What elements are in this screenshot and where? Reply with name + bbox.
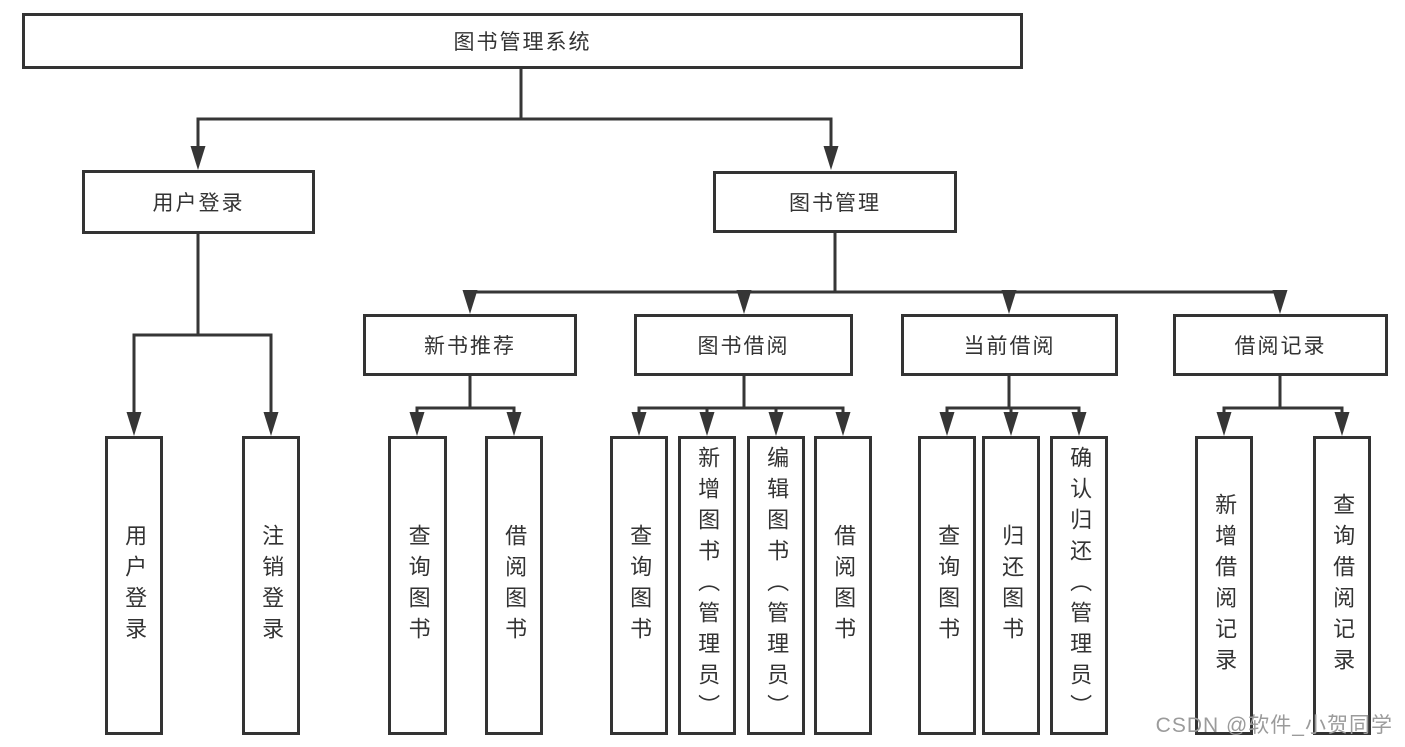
leaf-query-borrow-record: 查询借阅记录 bbox=[1313, 436, 1371, 735]
leaf-query-books-borrow: 查询图书 bbox=[610, 436, 668, 735]
leaf-user-login: 用户登录 bbox=[105, 436, 163, 735]
node-borrowing-records-label: 借阅记录 bbox=[1234, 335, 1327, 358]
node-new-book-recommendation: 新书推荐 bbox=[363, 314, 577, 376]
leaf-add-book-admin-label: 新增图书（管理员） bbox=[695, 446, 721, 725]
node-book-management: 图书管理 bbox=[713, 171, 957, 233]
leaf-query-books-recommend-label: 查询图书 bbox=[405, 523, 431, 648]
node-user-login-label: 用户登录 bbox=[152, 192, 245, 215]
leaf-query-borrow-record-label: 查询借阅记录 bbox=[1330, 492, 1356, 679]
leaf-edit-book-admin-label: 编辑图书（管理员） bbox=[764, 446, 790, 725]
leaf-borrow-books-recommend-label: 借阅图书 bbox=[502, 523, 528, 648]
leaf-query-books-current: 查询图书 bbox=[918, 436, 976, 735]
leaf-confirm-return-admin: 确认归还（管理员） bbox=[1050, 436, 1108, 735]
leaf-query-books-borrow-label: 查询图书 bbox=[627, 523, 653, 648]
leaf-logout-label: 注销登录 bbox=[259, 523, 285, 648]
node-book-borrowing-label: 图书借阅 bbox=[697, 335, 790, 358]
leaf-return-books: 归还图书 bbox=[982, 436, 1040, 735]
node-borrowing-records: 借阅记录 bbox=[1173, 314, 1388, 376]
leaf-borrow-books-recommend: 借阅图书 bbox=[485, 436, 543, 735]
leaf-add-borrow-record: 新增借阅记录 bbox=[1195, 436, 1253, 735]
node-book-borrowing: 图书借阅 bbox=[634, 314, 853, 376]
node-library-management-system: 图书管理系统 bbox=[22, 13, 1023, 69]
leaf-borrow-books: 借阅图书 bbox=[814, 436, 872, 735]
node-current-borrowing-label: 当前借阅 bbox=[963, 335, 1056, 358]
node-current-borrowing: 当前借阅 bbox=[901, 314, 1118, 376]
node-book-management-label: 图书管理 bbox=[789, 192, 881, 215]
leaf-query-books-current-label: 查询图书 bbox=[935, 523, 961, 648]
leaf-user-login-label: 用户登录 bbox=[122, 523, 148, 648]
leaf-add-borrow-record-label: 新增借阅记录 bbox=[1212, 492, 1238, 679]
node-user-login: 用户登录 bbox=[82, 170, 315, 234]
leaf-edit-book-admin: 编辑图书（管理员） bbox=[747, 436, 805, 735]
node-new-book-recommendation-label: 新书推荐 bbox=[424, 335, 516, 358]
leaf-confirm-return-admin-label: 确认归还（管理员） bbox=[1067, 446, 1093, 725]
leaf-borrow-books-label: 借阅图书 bbox=[831, 523, 857, 648]
leaf-logout: 注销登录 bbox=[242, 436, 300, 735]
node-library-management-system-label: 图书管理系统 bbox=[453, 31, 592, 54]
watermark-text: CSDN @软件_小贺同学 bbox=[1155, 714, 1393, 737]
leaf-query-books-recommend: 查询图书 bbox=[388, 436, 447, 735]
leaf-return-books-label: 归还图书 bbox=[999, 523, 1025, 648]
leaf-add-book-admin: 新增图书（管理员） bbox=[678, 436, 736, 735]
